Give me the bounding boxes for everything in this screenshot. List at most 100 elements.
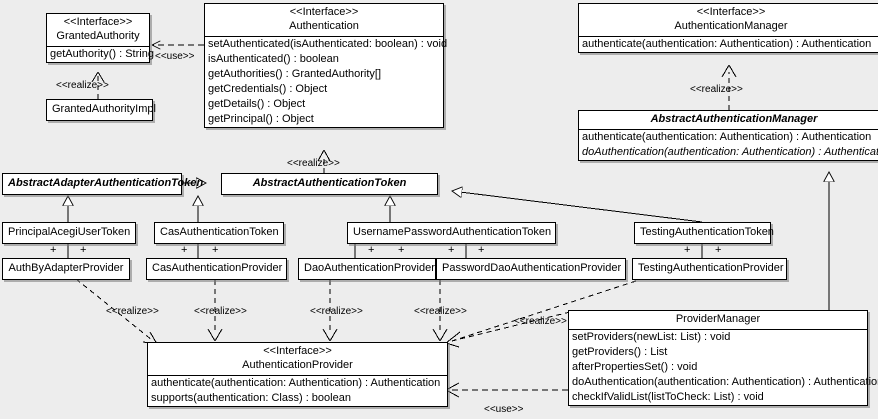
class-username-password-authentication-token[interactable]: UsernamePasswordAuthenticationToken — [347, 222, 556, 244]
class-authentication[interactable]: <<Interface>> Authentication setAuthenti… — [204, 3, 448, 128]
class-dao-authentication-provider[interactable]: DaoAuthenticationProvider — [298, 258, 436, 280]
operation: setAuthenticated(isAuthenticated: boolea… — [208, 38, 448, 50]
class-name: AuthByAdapterProvider — [8, 262, 124, 274]
operation: getCredentials() : Object — [208, 83, 328, 95]
relationship-label-use-providermanager: <<use>> — [484, 404, 524, 415]
multiplicity: + — [50, 244, 57, 256]
operation: isAuthenticated() : boolean — [208, 53, 339, 65]
class-name: GrantedAuthorityImpl — [52, 103, 156, 115]
class-header: <<Interface>> AuthenticationProvider — [148, 343, 447, 375]
operation: getProviders() : List — [572, 346, 668, 358]
class-name: Authentication — [289, 20, 359, 32]
relationship-label-realize-abstractauthenticationmanager: <<realize>> — [690, 84, 743, 95]
class-name: AuthenticationProvider — [242, 359, 353, 371]
class-password-dao-authentication-provider[interactable]: PasswordDaoAuthenticationProvider — [436, 258, 626, 280]
class-authentication-manager[interactable]: <<Interface>> AuthenticationManager auth… — [578, 3, 878, 53]
multiplicity: + — [684, 244, 691, 256]
operations-compartment: authenticate(authentication: Authenticat… — [579, 37, 878, 52]
class-name: PasswordDaoAuthenticationProvider — [442, 262, 622, 274]
class-header: TestingAuthenticationToken — [635, 223, 774, 243]
class-granted-authority[interactable]: <<Interface>> GrantedAuthority getAuthor… — [46, 13, 154, 63]
operation: getPrincipal() : Object — [208, 113, 314, 125]
operation: doAuthentication(authentication: Authent… — [582, 146, 878, 158]
relationship-label-realize-providermanager: <<realize>> — [514, 316, 567, 327]
operation: getAuthorities() : GrantedAuthority[] — [208, 68, 382, 80]
class-header: CasAuthenticationProvider — [147, 259, 286, 279]
class-abstract-adapter-authentication-token[interactable]: AbstractAdapterAuthenticationToken — [2, 173, 204, 195]
operations-compartment: authenticate(authentication: Authenticat… — [579, 130, 878, 160]
compartment-divider — [47, 46, 149, 47]
operation: setProviders(newList: List) : void — [572, 331, 731, 343]
class-header: AbstractAuthenticationManager — [579, 111, 878, 129]
class-name: ProviderManager — [675, 313, 761, 325]
class-name: GrantedAuthority — [56, 30, 140, 42]
class-header: TestingAuthenticationProvider — [633, 259, 786, 279]
operation: checkIfValidList(listToCheck: List) : vo… — [572, 391, 764, 403]
operation: getDetails() : Object — [208, 98, 306, 110]
multiplicity: + — [398, 244, 405, 256]
class-header: DaoAuthenticationProvider — [299, 259, 435, 279]
compartment-divider — [579, 129, 878, 130]
class-name: AbstractAdapterAuthenticationToken — [8, 177, 204, 189]
class-name: DaoAuthenticationProvider — [304, 262, 435, 274]
compartment-divider — [205, 36, 443, 37]
class-name: TestingAuthenticationToken — [640, 226, 774, 238]
relationship-label-realize-grantedauthorityimpl: <<realize>> — [56, 80, 109, 91]
multiplicity: + — [212, 244, 219, 256]
class-testing-authentication-provider[interactable]: TestingAuthenticationProvider — [632, 258, 787, 280]
class-principal-acegi-user-token[interactable]: PrincipalAcegiUserToken — [2, 222, 136, 244]
class-name: AuthenticationManager — [674, 20, 788, 32]
class-name: TestingAuthenticationProvider — [638, 262, 784, 274]
stereotype-label: <<Interface>> — [263, 345, 332, 357]
multiplicity: + — [715, 244, 722, 256]
class-cas-authentication-provider[interactable]: CasAuthenticationProvider — [146, 258, 287, 280]
class-header: UsernamePasswordAuthenticationToken — [348, 223, 555, 243]
relationship-label-realize-passworddaoauthenticationprovider: <<realize>> — [414, 306, 467, 317]
operations-compartment: setAuthenticated(isAuthenticated: boolea… — [205, 37, 448, 127]
operations-compartment: authenticate(authentication: Authenticat… — [148, 376, 447, 406]
class-header: <<Interface>> AuthenticationManager — [579, 4, 878, 36]
class-name: CasAuthenticationToken — [160, 226, 279, 238]
class-granted-authority-impl[interactable]: GrantedAuthorityImpl — [46, 99, 156, 121]
class-abstract-authentication-manager[interactable]: AbstractAuthenticationManager authentica… — [578, 110, 878, 161]
class-header: GrantedAuthorityImpl — [47, 100, 156, 120]
class-abstract-authentication-token[interactable]: AbstractAuthenticationToken — [221, 173, 438, 195]
class-cas-authentication-token[interactable]: CasAuthenticationToken — [154, 222, 284, 244]
operations-compartment: setProviders(newList: List) : void getPr… — [569, 330, 878, 405]
class-header: PasswordDaoAuthenticationProvider — [437, 259, 625, 279]
class-header: ProviderManager — [569, 311, 867, 329]
class-testing-authentication-token[interactable]: TestingAuthenticationToken — [634, 222, 774, 244]
class-provider-manager[interactable]: ProviderManager setProviders(newList: Li… — [568, 310, 878, 406]
relationship-label-realize-casauthenticationprovider: <<realize>> — [194, 306, 247, 317]
multiplicity: + — [80, 244, 87, 256]
multiplicity: + — [448, 244, 455, 256]
stereotype-label: <<Interface>> — [289, 6, 359, 18]
stereotype-label: <<Interface>> — [696, 6, 766, 18]
operation: afterPropertiesSet() : void — [572, 361, 698, 373]
operation: doAuthentication(authentication: Authent… — [572, 376, 878, 388]
class-header: AbstractAuthenticationToken — [222, 174, 437, 194]
relationship-label-use-authentication-grantedauthority: <<use>> — [155, 51, 195, 62]
class-header: <<Interface>> Authentication — [205, 4, 443, 36]
operation: getAuthority() : String — [50, 48, 154, 60]
multiplicity: + — [368, 244, 375, 256]
class-name: AbstractAuthenticationManager — [650, 113, 818, 125]
operation: authenticate(authentication: Authenticat… — [582, 38, 872, 50]
class-header: AuthByAdapterProvider — [3, 259, 129, 279]
class-header: PrincipalAcegiUserToken — [3, 223, 135, 243]
class-auth-by-adapter-provider[interactable]: AuthByAdapterProvider — [2, 258, 130, 280]
class-header: <<Interface>> GrantedAuthority — [47, 14, 149, 46]
class-name: AbstractAuthenticationToken — [252, 177, 407, 189]
operation: authenticate(authentication: Authenticat… — [151, 377, 441, 389]
class-name: PrincipalAcegiUserToken — [8, 226, 131, 238]
relationship-label-realize-abstractauthenticationtoken: <<realize>> — [287, 158, 340, 169]
compartment-divider — [569, 329, 867, 330]
multiplicity: + — [478, 244, 485, 256]
compartment-divider — [579, 36, 878, 37]
class-name: CasAuthenticationProvider — [152, 262, 283, 274]
class-header: AbstractAdapterAuthenticationToken — [3, 174, 204, 194]
class-name: UsernamePasswordAuthenticationToken — [353, 226, 552, 238]
class-authentication-provider[interactable]: <<Interface>> AuthenticationProvider aut… — [147, 342, 448, 407]
operation: authenticate(authentication: Authenticat… — [582, 131, 872, 143]
